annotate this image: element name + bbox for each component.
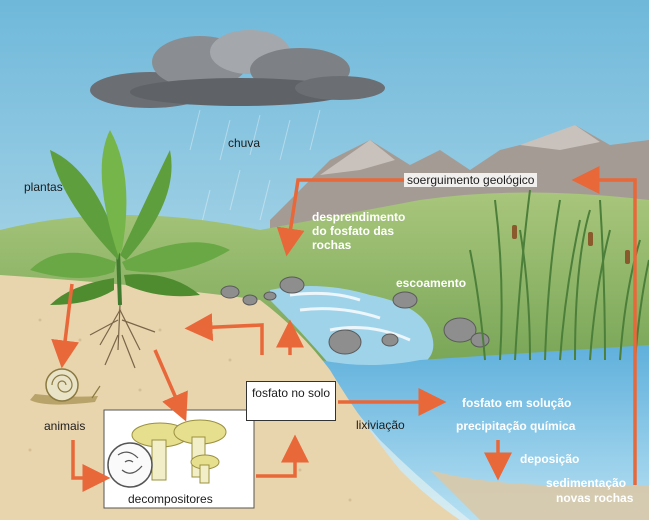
label-deposition: deposição — [520, 452, 579, 466]
label-soil-phosphate: fosfato no solo — [246, 381, 336, 421]
label-phosphate-release: desprendimento do fosfato das rochas — [312, 210, 422, 252]
label-rain: chuva — [228, 136, 260, 150]
label-chemical-precipitation: precipitação química — [456, 419, 575, 433]
label-phosphate-solution: fosfato em solução — [462, 396, 571, 410]
label-plants: plantas — [24, 180, 63, 194]
label-sedimentation: sedimentação — [546, 476, 626, 490]
label-decomposers: decompositores — [128, 492, 213, 506]
microorganisms — [108, 443, 152, 487]
label-animals: animais — [44, 419, 85, 433]
label-new-rocks: novas rochas — [556, 491, 633, 505]
label-geological-uplift: soerguimento geológico — [404, 173, 537, 187]
label-runoff: escoamento — [396, 276, 466, 290]
label-leaching: lixiviação — [356, 418, 405, 432]
